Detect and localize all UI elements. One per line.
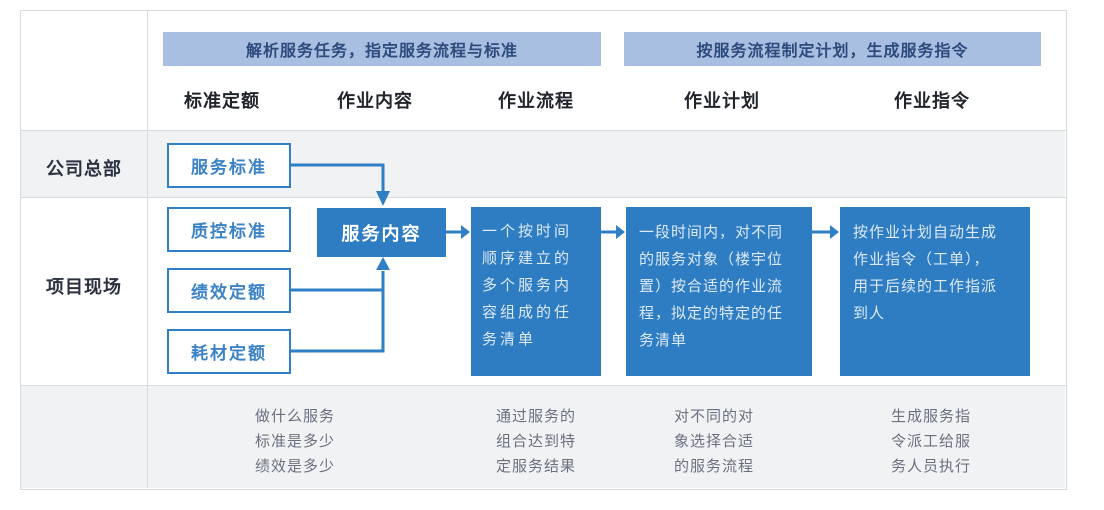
grid-line-vertical bbox=[147, 10, 148, 488]
column-header-work-content: 作业内容 bbox=[337, 91, 413, 111]
column-header-work-order: 作业指令 bbox=[894, 91, 970, 111]
row-label-project-site: 项目现场 bbox=[46, 277, 122, 297]
phase-banner-make-plan: 按服务流程制定计划，生成服务指令 bbox=[624, 32, 1041, 66]
note-standard-quota: 做什么服务 标准是多少 绩效是多少 bbox=[254, 408, 335, 475]
box-work-plan-detail: 一段时间内，对不同 的服务对象（楼宇位 置）按合适的作业流 程，拟定的特定的任 … bbox=[626, 207, 812, 376]
grid-line-horizontal bbox=[20, 197, 1066, 198]
box-service-standard: 服务标准 bbox=[167, 143, 291, 188]
column-header-standard-quota: 标准定额 bbox=[184, 91, 260, 111]
note-work-order: 生成服务指 令派工给服 务人员执行 bbox=[890, 408, 971, 475]
row-band-notes bbox=[21, 386, 1065, 488]
row-label-headquarters: 公司总部 bbox=[46, 159, 122, 179]
box-service-content: 服务内容 bbox=[317, 208, 446, 257]
note-work-process: 通过服务的 组合达到特 定服务结果 bbox=[495, 408, 576, 475]
phase-banner-parse-tasks: 解析服务任务，指定服务流程与标准 bbox=[163, 32, 601, 66]
box-qc-standard: 质控标准 bbox=[167, 207, 291, 252]
grid-line-horizontal bbox=[20, 130, 1066, 131]
grid-line-horizontal bbox=[20, 385, 1066, 386]
note-work-plan: 对不同的对 象选择合适 的服务流程 bbox=[673, 408, 754, 475]
column-header-work-process: 作业流程 bbox=[498, 91, 574, 111]
box-work-order-detail: 按作业计划自动生成 作业指令（工单）， 用于后续的工作指派 到人 bbox=[840, 207, 1030, 376]
box-performance-quota: 绩效定额 bbox=[167, 268, 291, 313]
box-task-list: 一个按时间 顺序建立的 多个服务内 容组成的任 务清单 bbox=[471, 207, 601, 376]
box-consumable-quota: 耗材定额 bbox=[167, 329, 291, 374]
column-header-work-plan: 作业计划 bbox=[684, 91, 760, 111]
